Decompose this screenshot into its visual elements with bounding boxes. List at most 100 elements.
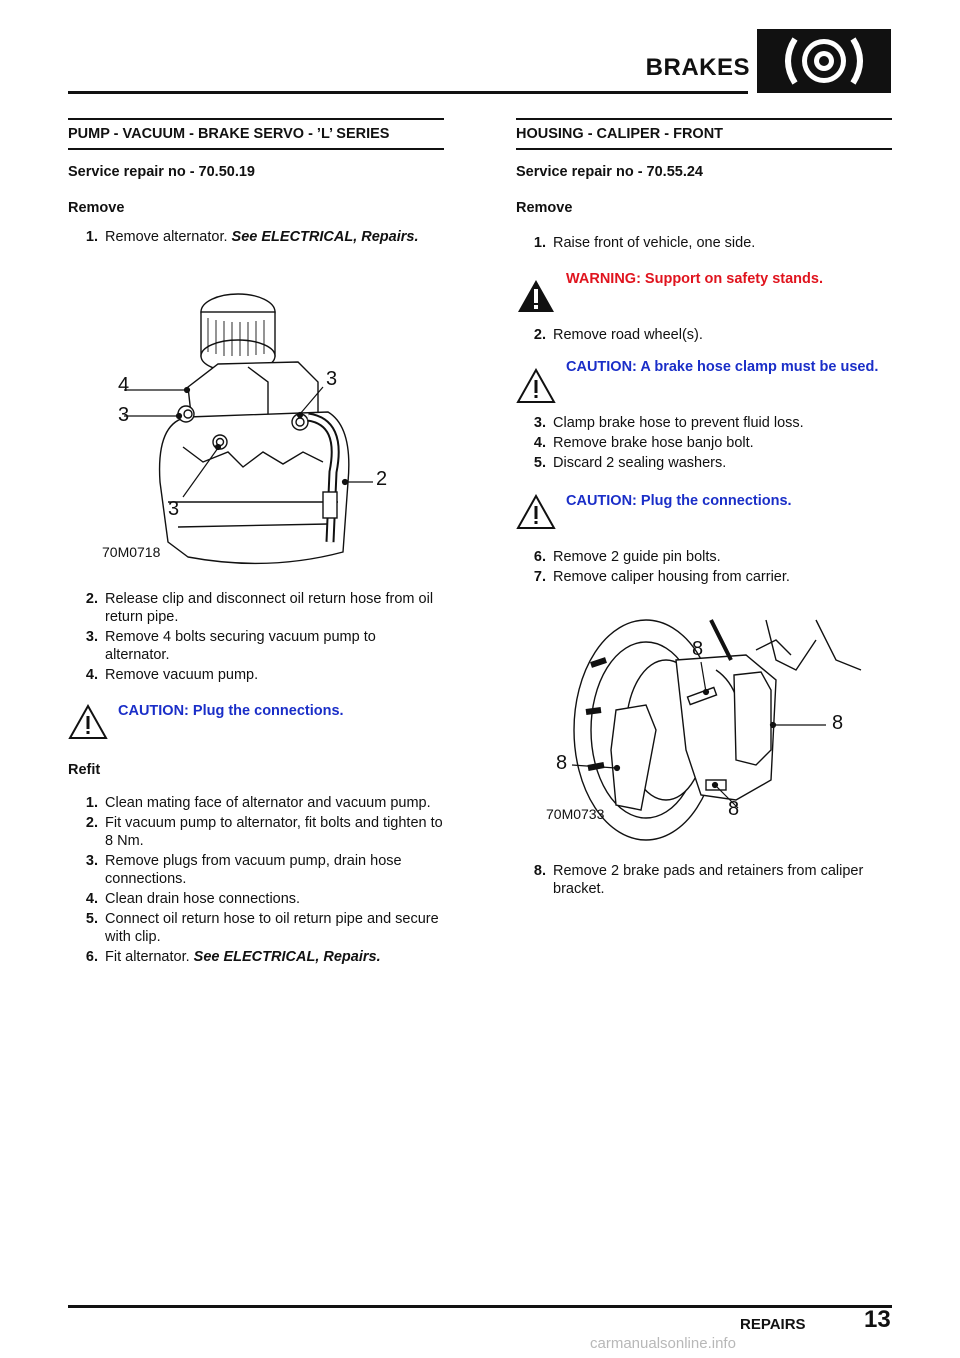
step-text: Connect oil return hose to oil return pi… <box>105 911 439 945</box>
caution-text: CAUTION: Plug the connections. <box>118 703 344 719</box>
callout-label: 3 <box>118 404 130 426</box>
callout-label: 4 <box>118 374 130 396</box>
warning-triangle-icon <box>516 278 556 319</box>
caution-text: CAUTION: Plug the connections. <box>566 493 792 509</box>
caution-notice: CAUTION: Plug the connections. <box>516 492 892 532</box>
list-item: 2.Remove road wheel(s). <box>516 326 892 344</box>
vacuum-pump-figure: 4 3 3 3 2 70M0718 <box>68 252 444 582</box>
remove-steps-list-4: 6. Remove 2 guide pin bolts. 7.Remove cal… <box>516 548 892 586</box>
step-number: 7. <box>533 569 546 585</box>
left-column: PUMP - VACUUM - BRAKE SERVO - ’L’ SERIES… <box>68 118 444 968</box>
step-number: 4. <box>533 435 546 451</box>
cross-reference-link[interactable]: See ELECTRICAL, Repairs. <box>231 229 419 245</box>
step-text: Remove vacuum pump. <box>105 667 259 683</box>
step-text: Release clip and disconnect oil return h… <box>105 591 434 625</box>
step-number: 5. <box>85 911 98 927</box>
list-item: 8. Remove 2 brake pads and retainers from… <box>516 862 892 898</box>
list-item: 5. Discard 2 sealing washers. <box>516 454 892 472</box>
page-header-title: BRAKES <box>645 54 750 81</box>
cross-reference-link[interactable]: See ELECTRICAL, Repairs. <box>193 949 381 965</box>
callout-label: 2 <box>376 468 388 490</box>
step-text: Remove road wheel(s). <box>553 327 703 343</box>
step-text: Discard 2 sealing washers. <box>553 455 727 471</box>
step-number: 6. <box>85 949 98 965</box>
step-number: 1. <box>85 795 98 811</box>
caution-triangle-icon <box>68 703 108 745</box>
list-item: 2. Release clip and disconnect oil return… <box>68 590 444 626</box>
section-title: PUMP - VACUUM - BRAKE SERVO - ’L’ SERIES <box>68 126 390 142</box>
caution-triangle-icon <box>516 367 556 409</box>
step-text: Clean drain hose connections. <box>105 891 301 907</box>
refit-heading: Refit <box>68 762 101 778</box>
step-number: 4. <box>85 667 98 683</box>
step-text: Raise front of vehicle, one side. <box>553 235 756 251</box>
list-item: 3. Remove 4 bolts securing vacuum pump to… <box>68 628 444 664</box>
remove-steps-list-2: 2.Remove road wheel(s). <box>516 326 892 344</box>
callout-label: 8 <box>832 712 844 734</box>
step-text: Fit vacuum pump to alternator, fit bolts… <box>105 815 443 849</box>
caliper-figure: 8 8 8 8 70M0733 <box>516 600 892 850</box>
figure-code: 70M0718 <box>102 544 161 560</box>
caution-text: CAUTION: A brake hose clamp must be used… <box>566 359 879 375</box>
vacuum-pump-illustration <box>124 293 373 565</box>
list-item: 5. Connect oil return hose to oil return … <box>68 910 444 946</box>
callout-label: 8 <box>692 638 704 660</box>
right-column: HOUSING - CALIPER - FRONT Service repair… <box>516 118 892 900</box>
footer-rule <box>68 1305 892 1308</box>
step-text: Remove 2 brake pads and retainers from c… <box>553 863 864 897</box>
caution-notice: CAUTION: A brake hose clamp must be used… <box>516 358 892 403</box>
section-rule-bottom <box>68 148 444 150</box>
remove-steps-list: 1. Raise front of vehicle, one side. <box>516 234 892 252</box>
figure-code: 70M0733 <box>546 806 605 822</box>
caliper-illustration <box>571 619 862 841</box>
step-number: 4. <box>85 891 98 907</box>
list-item: 4. Remove brake hose banjo bolt. <box>516 434 892 452</box>
page-number: 13 <box>864 1306 891 1333</box>
remove-steps-list-continued: 2. Release clip and disconnect oil return… <box>68 590 444 684</box>
callout-label: 8 <box>728 798 740 820</box>
step-text: Clean mating face of alternator and vacu… <box>105 795 431 811</box>
section-title: HOUSING - CALIPER - FRONT <box>516 126 724 142</box>
list-item: 7.Remove caliper housing from carrier. <box>516 568 892 586</box>
list-item: 1. Clean mating face of alternator and va… <box>68 794 444 812</box>
step-text: Remove alternator. <box>105 229 228 245</box>
step-text: Fit alternator. <box>105 949 190 965</box>
step-text: Clamp brake hose to prevent fluid loss. <box>553 415 804 431</box>
caution-notice: CAUTION: Plug the connections. <box>68 702 444 742</box>
step-text: Remove 4 bolts securing vacuum pump to a… <box>105 629 376 663</box>
list-item: 3. Clamp brake hose to prevent fluid loss… <box>516 414 892 432</box>
brake-disc-icon <box>757 29 891 93</box>
step-number: 5. <box>533 455 546 471</box>
step-number: 3. <box>533 415 546 431</box>
list-item: 1. Raise front of vehicle, one side. <box>516 234 892 252</box>
remove-steps-list-3: 3. Clamp brake hose to prevent fluid loss… <box>516 414 892 472</box>
list-item: 1. Remove alternator. See ELECTRICAL, Re… <box>68 228 444 246</box>
section-rule-top <box>68 118 444 120</box>
refit-steps-list: 1. Clean mating face of alternator and va… <box>68 794 444 966</box>
list-item: 6. Remove 2 guide pin bolts. <box>516 548 892 566</box>
warning-notice: WARNING: Support on safety stands. <box>516 270 892 312</box>
header-rule <box>68 91 748 94</box>
list-item: 4. Remove vacuum pump. <box>68 666 444 684</box>
step-number: 6. <box>533 549 546 565</box>
list-item: 2.Fit vacuum pump to alternator, fit bol… <box>68 814 444 850</box>
list-item: 3. Remove plugs from vacuum pump, drain h… <box>68 852 444 888</box>
warning-text: WARNING: Support on safety stands. <box>566 271 823 287</box>
remove-steps-list: 1. Remove alternator. See ELECTRICAL, Re… <box>68 228 444 246</box>
service-repair-no: Service repair no - 70.55.24 <box>516 164 703 180</box>
step-number: 1. <box>85 229 98 245</box>
step-text: Remove 2 guide pin bolts. <box>553 549 721 565</box>
step-text: Remove brake hose banjo bolt. <box>553 435 754 451</box>
section-rule-top <box>516 118 892 120</box>
remove-heading: Remove <box>68 200 125 216</box>
list-item: 4. Clean drain hose connections. <box>68 890 444 908</box>
step-number: 1. <box>533 235 546 251</box>
step-number: 3. <box>85 629 98 645</box>
step-number: 3. <box>85 853 98 869</box>
step-text: Remove plugs from vacuum pump, drain hos… <box>105 853 402 887</box>
step-number: 2. <box>85 591 98 607</box>
step-number: 8. <box>533 863 546 879</box>
list-item: 6. Fit alternator. See ELECTRICAL, Repai… <box>68 948 444 966</box>
callout-label: 8 <box>556 752 568 774</box>
remove-heading: Remove <box>516 200 573 216</box>
